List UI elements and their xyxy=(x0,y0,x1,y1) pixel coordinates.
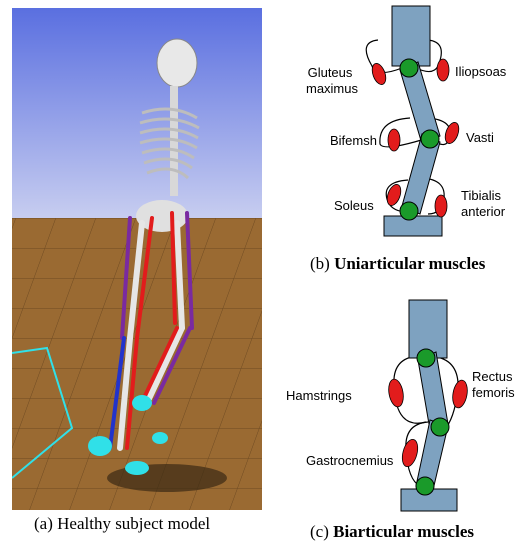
label-gastrocnemius: Gastrocnemius xyxy=(306,453,394,468)
foot-marker xyxy=(132,395,152,411)
caption-a: (a) Healthy subject model xyxy=(34,514,210,534)
skull xyxy=(157,39,197,87)
sky-background xyxy=(12,8,262,218)
foot-marker xyxy=(125,461,149,475)
muscle-vasti xyxy=(443,121,462,146)
uniarticular-muscles-diagram: Gluteus maximus Iliopsoas Bifemsh Vasti … xyxy=(268,0,516,250)
label-iliopsoas: Iliopsoas xyxy=(455,64,507,79)
label-tibialis: Tibialis xyxy=(461,188,501,203)
label-anterior: anterior xyxy=(461,204,506,219)
caption-c: (c) Biarticular muscles xyxy=(310,522,474,542)
caption-c-prefix: (c) xyxy=(310,522,329,541)
hip-joint xyxy=(400,59,418,77)
hip-joint xyxy=(417,349,435,367)
skeleton-shadow xyxy=(107,464,227,492)
label-gluteus: Gluteus xyxy=(308,65,353,80)
caption-b-text: Uniarticular muscles xyxy=(334,254,485,273)
muscle-rectus-femoris xyxy=(451,379,470,409)
biarticular-muscles-diagram: Hamstrings Rectus femoris Gastrocnemius xyxy=(268,290,516,522)
label-rectus: Rectus xyxy=(472,369,513,384)
muscle-tibialis-anterior xyxy=(435,195,447,217)
label-vasti: Vasti xyxy=(466,130,494,145)
muscle-soleus xyxy=(385,183,404,208)
caption-a-text: Healthy subject model xyxy=(57,514,210,533)
knee-joint xyxy=(431,418,449,436)
muscle-iliopsoas xyxy=(437,59,449,81)
muscle-gastrocnemius xyxy=(400,438,421,469)
muscle-gluteus-maximus xyxy=(370,62,389,87)
foot-marker xyxy=(88,436,112,456)
muscle-hamstrings xyxy=(387,378,406,408)
caption-a-prefix: (a) xyxy=(34,514,53,533)
skeleton-render-image xyxy=(12,8,262,510)
panel-healthy-subject-model: (a) Healthy subject model xyxy=(0,0,264,541)
label-hamstrings: Hamstrings xyxy=(286,388,352,403)
label-soleus: Soleus xyxy=(334,198,374,213)
label-femoris: femoris xyxy=(472,385,515,400)
pelvis-segment xyxy=(392,6,430,66)
caption-c-text: Biarticular muscles xyxy=(333,522,474,541)
muscle-bifemsh xyxy=(388,129,400,151)
label-maximus: maximus xyxy=(306,81,359,96)
caption-b-prefix: (b) xyxy=(310,254,330,273)
label-bifemsh: Bifemsh xyxy=(330,133,377,148)
knee-joint xyxy=(421,130,439,148)
ankle-joint xyxy=(416,477,434,495)
foot-marker xyxy=(152,432,168,444)
caption-b: (b) Uniarticular muscles xyxy=(310,254,485,274)
ankle-joint xyxy=(400,202,418,220)
